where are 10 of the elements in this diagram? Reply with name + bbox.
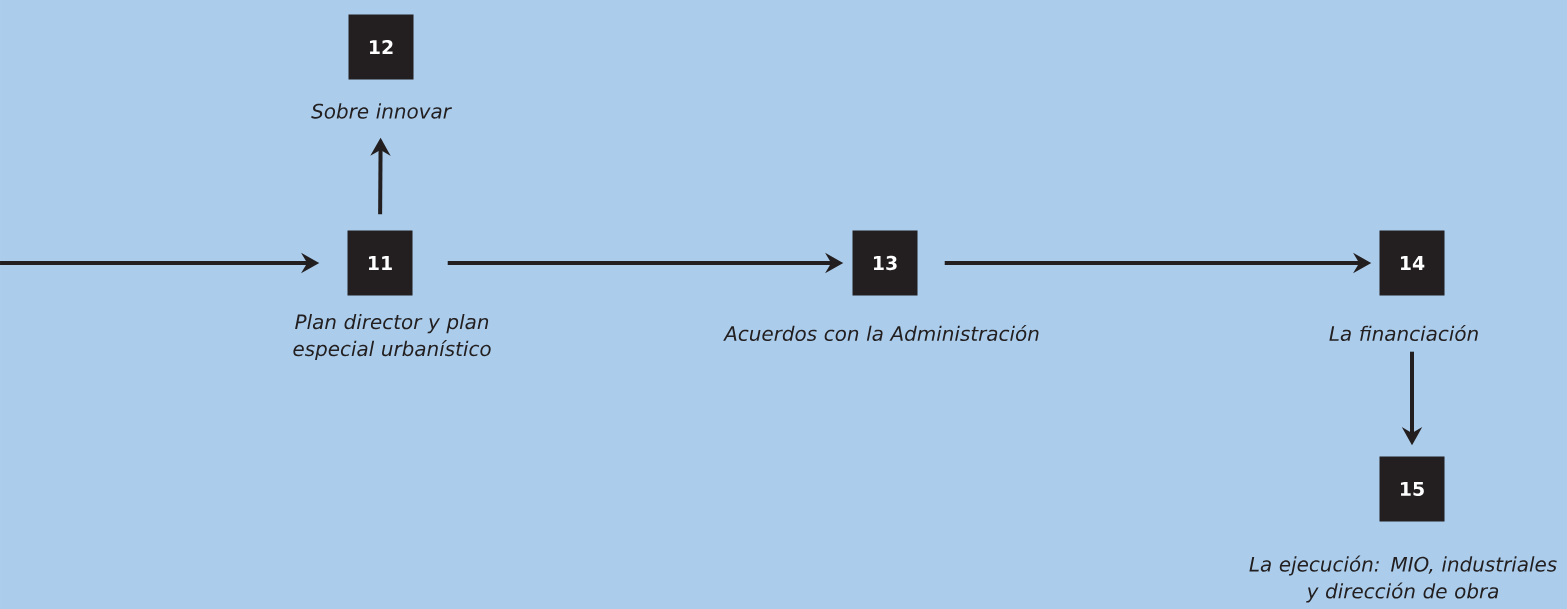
number-box: 13	[852, 230, 918, 296]
node-label: Acuerdos con la Administración	[723, 324, 1039, 342]
node-label: La ejecución: MIO, industriales y dirección de obra	[1249, 555, 1557, 603]
number-box: 12	[348, 14, 414, 80]
number-box: 11	[347, 230, 413, 296]
node-label: Plan director y plan especial urbanístico	[293, 313, 491, 361]
node-label: Sobre innovar	[311, 103, 452, 119]
number-box: 14	[1379, 230, 1445, 296]
number-box: 15	[1379, 456, 1445, 522]
node-label: La financiación	[1329, 324, 1478, 342]
